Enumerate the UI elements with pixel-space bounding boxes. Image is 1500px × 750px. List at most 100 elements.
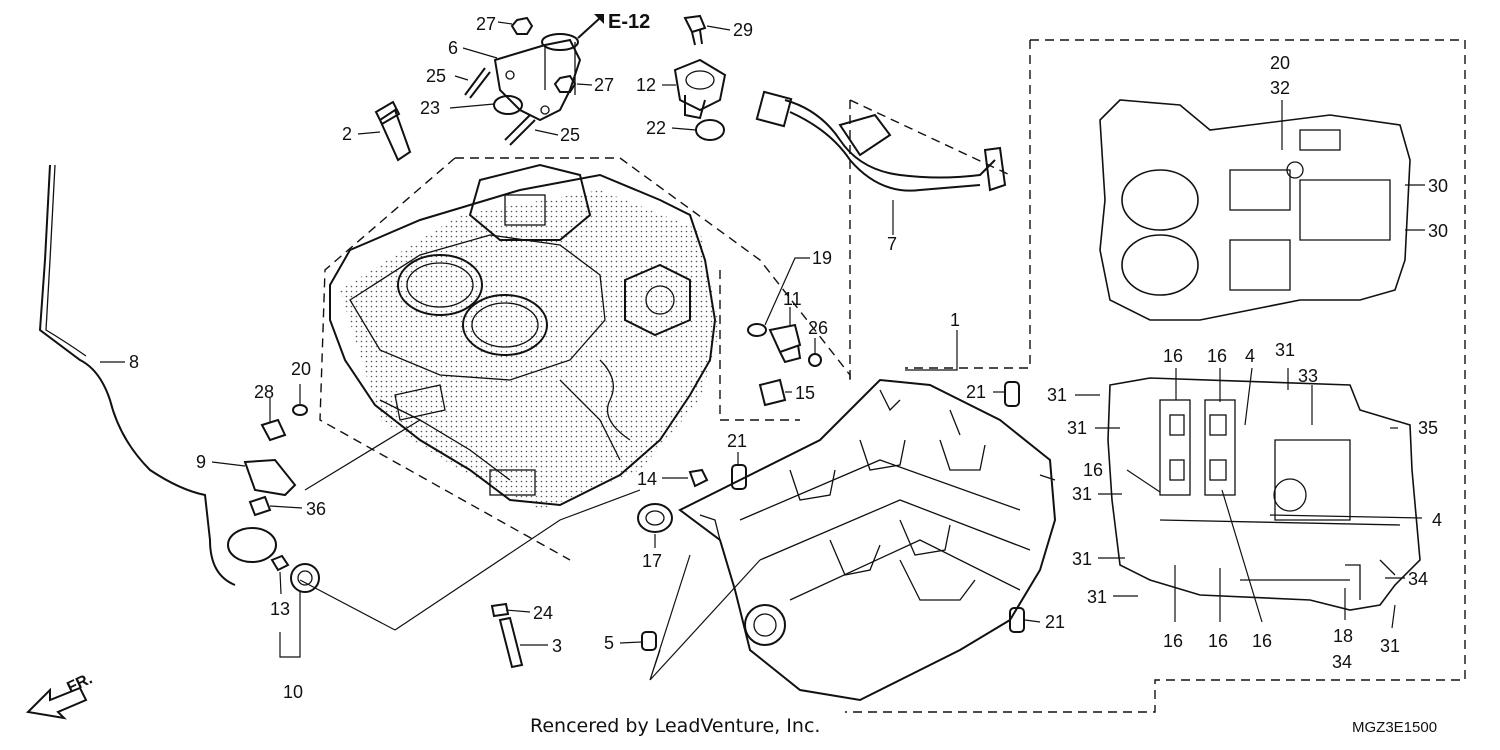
bolt-29 <box>683 14 707 46</box>
callout-33: 33 <box>1298 366 1318 386</box>
callout-3: 3 <box>552 636 562 656</box>
callout-4: 4 <box>1432 510 1442 530</box>
callout-16: 16 <box>1163 346 1183 366</box>
callout-27: 27 <box>476 14 496 34</box>
callout-22: 22 <box>646 118 666 138</box>
callout-25: 25 <box>560 125 580 145</box>
callout-16: 16 <box>1083 460 1103 480</box>
stud-3 <box>498 616 524 669</box>
callout-31: 31 <box>1275 340 1295 360</box>
callout-28: 28 <box>254 382 274 402</box>
callout-31: 31 <box>1047 385 1067 405</box>
callout-13: 13 <box>270 599 290 619</box>
diagram-code: MGZ3E1500 <box>1352 719 1437 736</box>
washer-20 <box>292 404 308 416</box>
filter-dashed-group <box>719 270 800 421</box>
callout-34: 34 <box>1332 652 1352 672</box>
upper-crankcase <box>329 163 720 510</box>
callout-21: 21 <box>1045 612 1065 632</box>
seal-17-inner <box>645 510 665 526</box>
oil-switch-11 <box>768 323 802 364</box>
lower-crankcase <box>678 378 1057 702</box>
callout-21: 21 <box>966 382 986 402</box>
lower-case-gasket-view <box>1107 377 1421 611</box>
sensor-12 <box>673 58 727 120</box>
callout-31: 31 <box>1072 549 1092 569</box>
callout-16: 16 <box>1163 631 1183 651</box>
callout-5: 5 <box>604 633 614 653</box>
bracket-9 <box>243 458 297 497</box>
callout-16: 16 <box>1208 631 1228 651</box>
filter-element <box>227 527 277 563</box>
callout-4: 4 <box>1245 346 1255 366</box>
leader-lines <box>100 21 1425 681</box>
callout-29: 29 <box>733 20 753 40</box>
callout-15: 15 <box>795 383 815 403</box>
callout-10: 10 <box>283 682 303 702</box>
seal-24 <box>490 602 510 618</box>
washer-26 <box>808 353 822 367</box>
nut-14 <box>688 468 709 488</box>
front-direction-arrow: FR. <box>25 670 95 720</box>
callout-31: 31 <box>1087 587 1107 607</box>
bolt-28 <box>260 418 287 442</box>
callout-14: 14 <box>637 469 657 489</box>
callout-31: 31 <box>1072 484 1092 504</box>
callout-32: 32 <box>1270 78 1290 98</box>
right-case-dashed-group <box>845 39 1466 713</box>
callout-27: 27 <box>594 75 614 95</box>
callout-18: 18 <box>1333 626 1353 646</box>
stud-25b <box>504 114 536 146</box>
callout-19: 19 <box>812 248 832 268</box>
credit-text: Rencered by LeadVenture, Inc. <box>530 715 820 737</box>
drain-bolt-13 <box>270 554 290 572</box>
dowel-21c <box>1009 607 1025 633</box>
callout-17: 17 <box>642 551 662 571</box>
callout-16: 16 <box>1207 346 1227 366</box>
callout-30: 30 <box>1428 176 1448 196</box>
callout-31: 31 <box>1380 636 1400 656</box>
dowel-5 <box>641 631 657 651</box>
dowel-21b <box>731 464 747 490</box>
stud-25a <box>464 67 491 99</box>
callout-20: 20 <box>1270 53 1290 73</box>
callout-16: 16 <box>1252 631 1272 651</box>
callout-9: 9 <box>196 452 206 472</box>
plug-10-inner <box>297 570 313 586</box>
oil-hose-8 <box>38 164 236 586</box>
o-ring-19 <box>747 323 767 337</box>
callout-1: 1 <box>950 310 960 330</box>
upper-case-gasket-view <box>1099 99 1411 321</box>
callout-20: 20 <box>291 359 311 379</box>
o-ring-23 <box>493 95 523 115</box>
o-ring-22 <box>695 119 725 141</box>
callout-23: 23 <box>420 98 440 118</box>
callout-24: 24 <box>533 603 553 623</box>
callout-25: 25 <box>426 66 446 86</box>
callout-8: 8 <box>129 352 139 372</box>
water-outlet-part <box>493 33 582 122</box>
bolt-2 <box>374 100 412 162</box>
callout-36: 36 <box>306 499 326 519</box>
dowel-21a <box>1004 381 1020 407</box>
callout-31: 31 <box>1067 418 1087 438</box>
callout-7: 7 <box>887 234 897 254</box>
e12-arrow <box>577 17 601 39</box>
callout-35: 35 <box>1418 418 1438 438</box>
oil-hose-8-inner <box>45 164 87 357</box>
cap-15 <box>758 378 787 407</box>
plug-10 <box>290 563 320 593</box>
breather-dashed-group <box>849 99 1011 380</box>
callout-11: 11 <box>783 289 802 309</box>
callout-2: 2 <box>342 124 352 144</box>
callout-21: 21 <box>727 431 747 451</box>
e12-arrow-head <box>594 14 604 24</box>
nut-27b <box>553 74 577 93</box>
callout-34: 34 <box>1408 569 1428 589</box>
callout-26: 26 <box>808 318 828 338</box>
callout-6: 6 <box>448 38 458 58</box>
callout-12: 12 <box>636 75 656 95</box>
sub-harness-7 <box>755 90 1007 192</box>
